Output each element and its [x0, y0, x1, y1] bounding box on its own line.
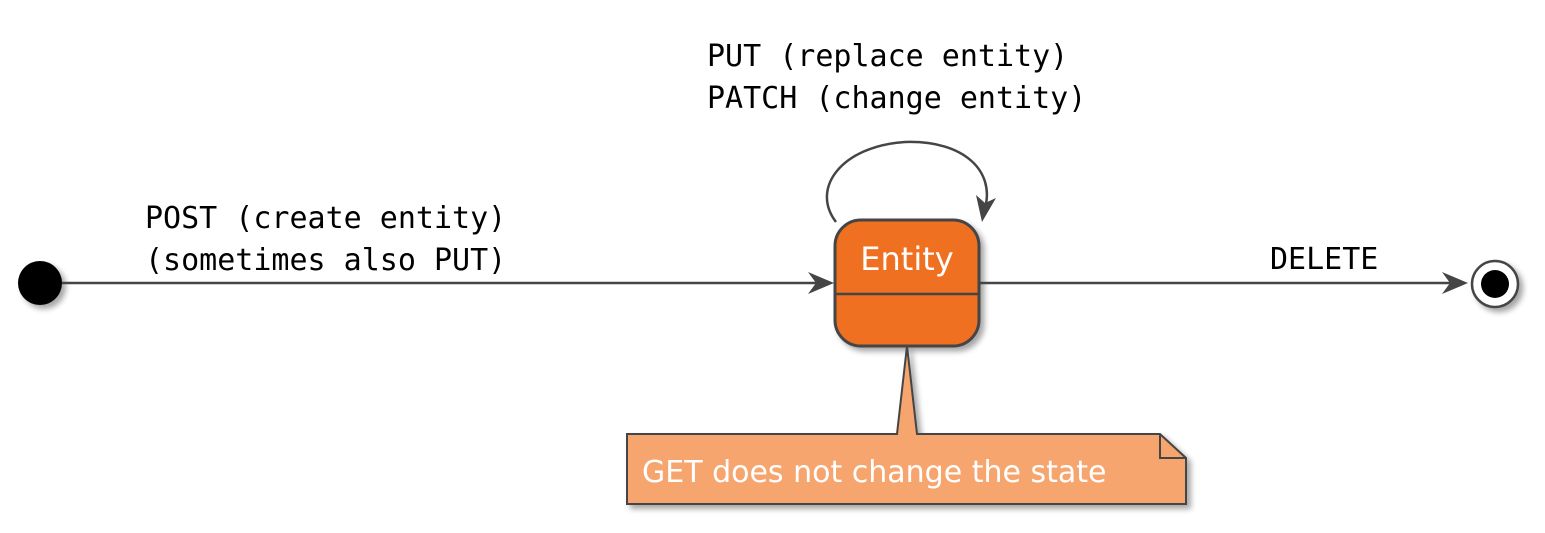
self-arrowhead-icon: [976, 195, 996, 222]
entity-state-name: Entity: [860, 240, 953, 278]
delete-label: DELETE: [1270, 242, 1378, 277]
self-label-line2: PATCH (change entity): [707, 81, 1086, 116]
initial-state-icon: [18, 261, 62, 305]
create-arrowhead-icon: [808, 272, 834, 294]
entity-state: [833, 218, 981, 348]
create-label-line1: POST (create entity): [145, 201, 506, 236]
note-fold-icon: [1159, 434, 1186, 459]
note-text: GET does not change the state: [642, 455, 1106, 490]
self-transition-arrow: [825, 140, 988, 223]
final-state-icon: [1470, 259, 1520, 309]
create-label-line2: (sometimes also PUT): [145, 243, 506, 278]
delete-arrowhead-icon: [1442, 272, 1468, 294]
self-label-line1: PUT (replace entity): [707, 39, 1068, 74]
